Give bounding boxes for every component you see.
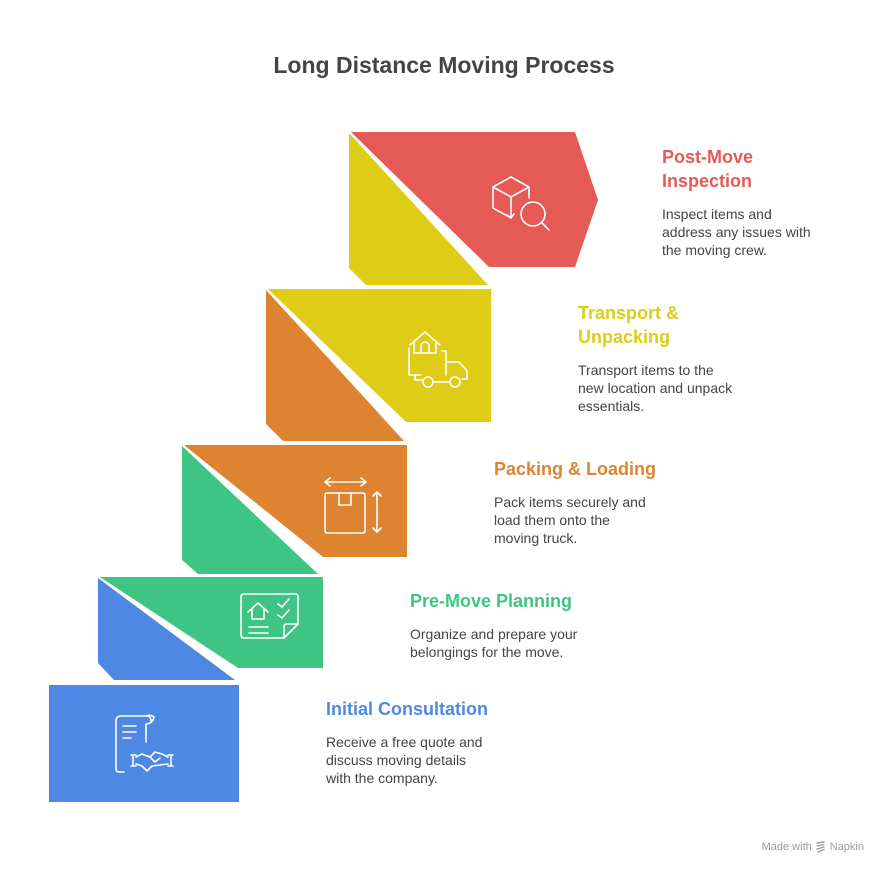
- step-description: Inspect items and address any issues wit…: [662, 205, 811, 259]
- description-line: Pack items securely and: [494, 494, 646, 510]
- description-line: address any issues with: [662, 224, 811, 240]
- heading-line: Inspection: [662, 171, 753, 191]
- contract-handshake-icon: [115, 714, 174, 773]
- description-line: the moving crew.: [662, 242, 768, 258]
- step-packing-back-face: [266, 290, 404, 441]
- napkin-brand-label: Napkin: [829, 841, 864, 853]
- made-with-label: Made with: [761, 841, 812, 853]
- step-transport-unpacking: Transport & Unpacking Transport items to…: [578, 301, 732, 415]
- step-description: Organize and prepare your belongings for…: [410, 625, 577, 661]
- description-line: discuss moving details: [326, 752, 467, 768]
- description-line: with the company.: [326, 770, 438, 786]
- description-line: belongings for the move.: [410, 644, 564, 660]
- heading-line: Initial Consultation: [326, 699, 488, 719]
- step-planning-front: [100, 577, 323, 668]
- step-pre-move-planning: Pre-Move Planning Organize and prepare y…: [410, 589, 577, 661]
- heading-line: Pre-Move Planning: [410, 591, 573, 611]
- step-packing-loading: Packing & Loading Pack items securely an…: [494, 457, 656, 547]
- step-transport-back-face: [349, 133, 488, 285]
- step-description: Receive a free quote and discuss moving …: [326, 733, 488, 787]
- description-line: Organize and prepare your: [410, 626, 578, 642]
- step-heading: Initial Consultation: [326, 697, 488, 721]
- description-line: essentials.: [578, 398, 645, 414]
- step-heading: Pre-Move Planning: [410, 589, 577, 613]
- step-description: Transport items to the new location and …: [578, 361, 732, 415]
- step-post-move-inspection: Post-Move Inspection Inspect items and a…: [662, 145, 811, 259]
- description-line: new location and unpack: [578, 380, 733, 396]
- heading-line: Transport &: [578, 303, 680, 323]
- step-packing-front: [184, 445, 407, 557]
- napkin-logo-icon: [816, 841, 825, 853]
- made-with-napkin-badge[interactable]: Made with Napkin: [762, 841, 864, 853]
- description-line: Receive a free quote and: [326, 734, 483, 750]
- box-search-icon: [492, 176, 550, 231]
- step-transport-front: [268, 289, 491, 422]
- heading-line: Packing & Loading: [494, 459, 657, 479]
- step-planning-back-face: [182, 446, 318, 574]
- heading-line: Post-Move: [662, 147, 754, 167]
- diagram-title: Long Distance Moving Process: [273, 52, 615, 78]
- step-heading: Transport & Unpacking: [578, 301, 732, 349]
- step-consultation-back-face: [98, 578, 235, 680]
- step-initial-consultation: Initial Consultation Receive a free quot…: [326, 697, 488, 787]
- description-line: load them onto the: [494, 512, 610, 528]
- box-dimensions-icon: [324, 477, 382, 534]
- house-truck-icon: [408, 331, 468, 388]
- description-line: moving truck.: [494, 530, 578, 546]
- step-consultation-front: [49, 685, 239, 802]
- step-description: Pack items securely and load them onto t…: [494, 493, 656, 547]
- heading-line: Unpacking: [578, 327, 671, 347]
- description-line: Inspect items and: [662, 206, 772, 222]
- step-heading: Post-Move Inspection: [662, 145, 811, 193]
- checklist-house-icon: [240, 593, 299, 639]
- step-heading: Packing & Loading: [494, 457, 656, 481]
- step-post-move-front: [351, 132, 598, 267]
- description-line: Transport items to the: [578, 362, 714, 378]
